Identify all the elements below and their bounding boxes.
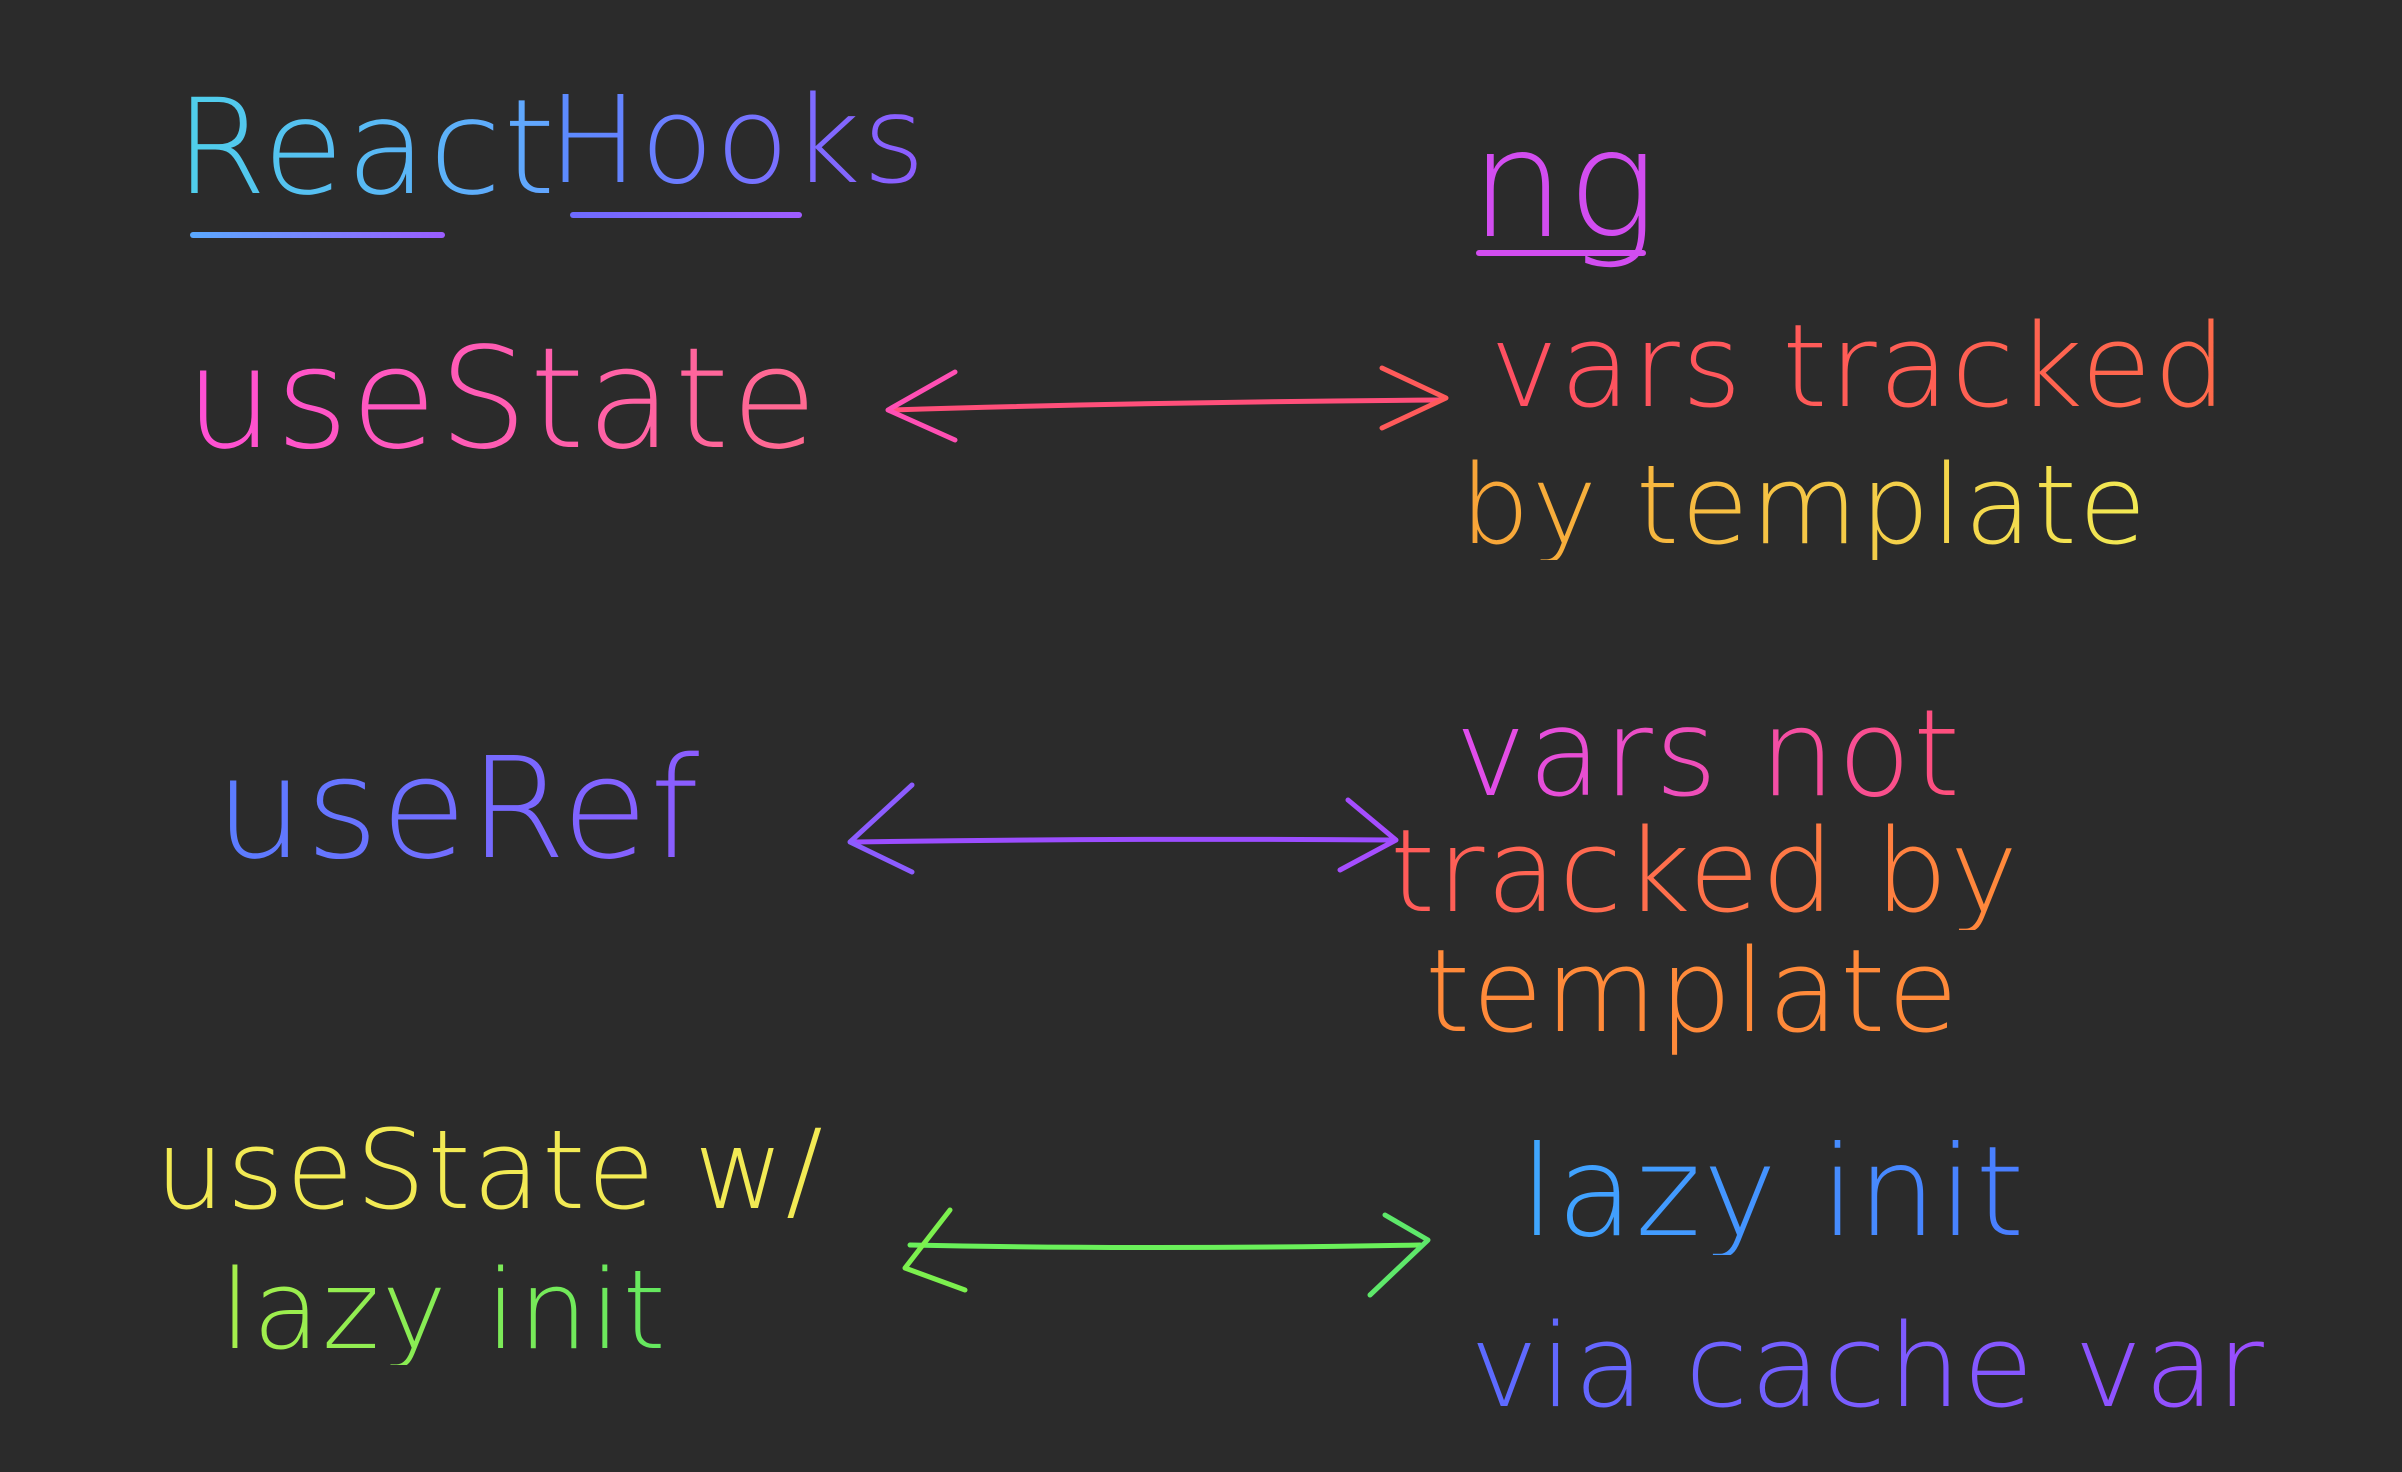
heading-hooks-underline — [570, 212, 802, 218]
row3-left-line2: lazy init — [220, 1246, 668, 1374]
row3-arrow-shaft — [907, 1242, 1423, 1250]
heading-ng-underline — [1476, 250, 1646, 256]
heading-react: React — [175, 71, 558, 225]
row3-double-arrow — [902, 1207, 1431, 1298]
row2-arrow-shaft — [852, 836, 1393, 845]
row2-right-line3: template — [1425, 925, 1961, 1059]
row1-right-line1: vars tracked — [1490, 300, 2229, 434]
heading-hooks: Hooks — [548, 72, 928, 211]
row2-arrow-left-head — [847, 782, 915, 875]
row3-right-line1: lazy init — [1520, 1120, 2027, 1265]
row3-left-line1: useState w/ — [155, 1106, 825, 1234]
row1-left-label: useState — [185, 318, 820, 481]
row1-arrow-right-head — [1379, 365, 1449, 431]
row3-arrow-right-head — [1367, 1212, 1431, 1298]
heading-react-underline — [190, 232, 445, 238]
heading-ng: ng — [1470, 98, 1660, 272]
row1-arrow-left-head — [885, 369, 958, 443]
row3-arrow-left-head — [902, 1207, 968, 1293]
row2-left-label: useRef — [215, 728, 702, 891]
row2-right-line1: vars not — [1455, 685, 1963, 824]
row1-arrow-shaft — [889, 397, 1443, 413]
row2-right-line2: tracked by — [1390, 805, 2020, 939]
row2-double-arrow — [847, 782, 1399, 875]
row3-right-line2: via cache var — [1470, 1300, 2266, 1434]
row1-right-line2: by template — [1460, 441, 2149, 569]
row2-arrow-right-head — [1337, 797, 1399, 873]
row1-double-arrow — [885, 365, 1449, 443]
